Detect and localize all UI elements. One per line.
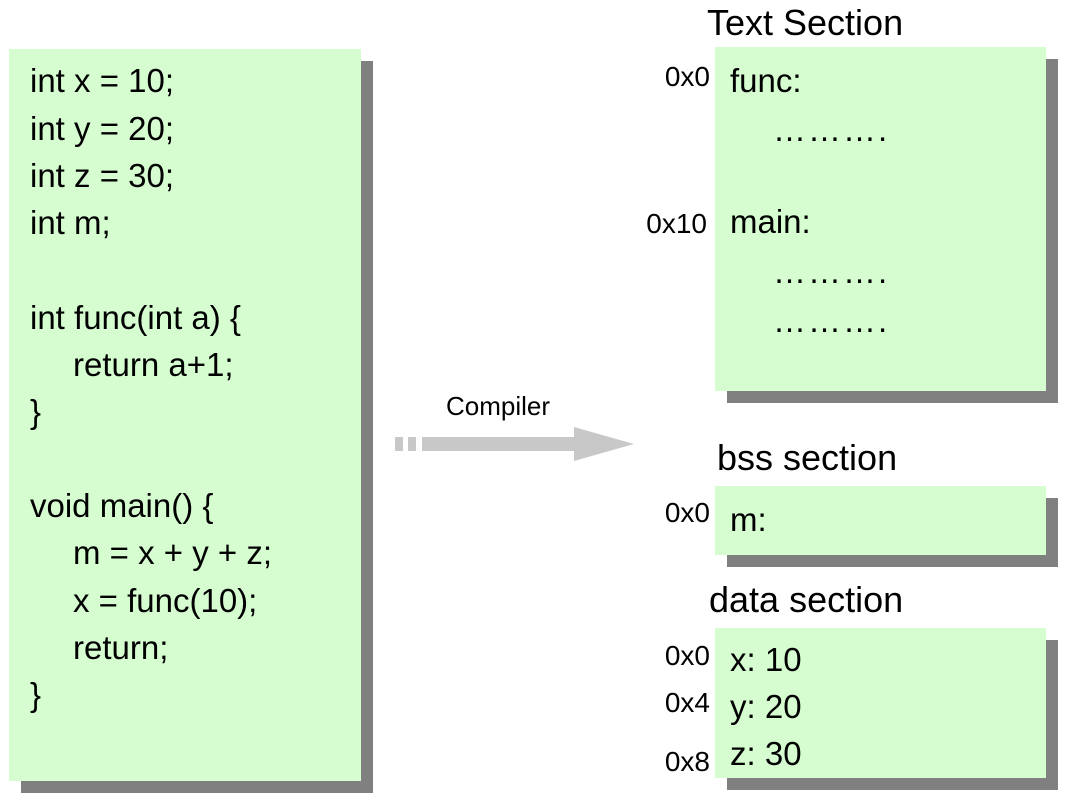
text-section-box: func: ………. main: ………. ………. xyxy=(715,47,1046,391)
source-code-box: int x = 10; int y = 20; int z = 30; int … xyxy=(9,49,361,781)
text-section-dots: ………. xyxy=(773,253,890,290)
data-section-address: 0x4 xyxy=(664,687,710,718)
code-line: int x = 10; xyxy=(30,62,175,99)
data-section-entry-label: z: 30 xyxy=(730,735,802,772)
code-line: return; xyxy=(73,629,169,666)
data-section-address: 0x0 xyxy=(664,640,710,671)
bss-section-box: m: xyxy=(715,486,1046,555)
text-section-address: 0x10 xyxy=(646,208,707,239)
text-section-entry-label: main: xyxy=(730,203,811,240)
code-line: int m; xyxy=(30,204,111,241)
text-section-title: Text Section xyxy=(707,2,904,43)
data-section-address: 0x8 xyxy=(664,746,710,777)
code-line: int z = 30; xyxy=(30,157,175,194)
text-section-dots: ………. xyxy=(773,302,890,339)
code-line: int func(int a) { xyxy=(30,299,241,336)
data-section-box: x: 10 y: 20 z: 30 xyxy=(715,628,1046,778)
code-line: } xyxy=(30,676,42,713)
data-section-entry-label: x: 10 xyxy=(730,641,802,678)
compiler-arrow-icon xyxy=(395,427,634,461)
bss-section-address: 0x0 xyxy=(664,497,710,528)
data-section-entry-label: y: 20 xyxy=(730,688,802,725)
code-line: x = func(10); xyxy=(73,582,258,619)
text-section-dots: ………. xyxy=(773,111,890,148)
data-section-title: data section xyxy=(709,579,904,620)
bss-section-entry-label: m: xyxy=(730,501,767,538)
code-line: return a+1; xyxy=(73,346,234,383)
text-section-entry-label: func: xyxy=(730,62,802,99)
code-line: m = x + y + z; xyxy=(73,534,272,571)
bss-section-title: bss section xyxy=(717,437,898,478)
code-line: int y = 20; xyxy=(30,110,175,147)
compiler-label: Compiler xyxy=(446,391,551,421)
code-line: void main() { xyxy=(30,487,214,524)
code-line: } xyxy=(30,393,42,430)
text-section-address: 0x0 xyxy=(664,61,710,92)
